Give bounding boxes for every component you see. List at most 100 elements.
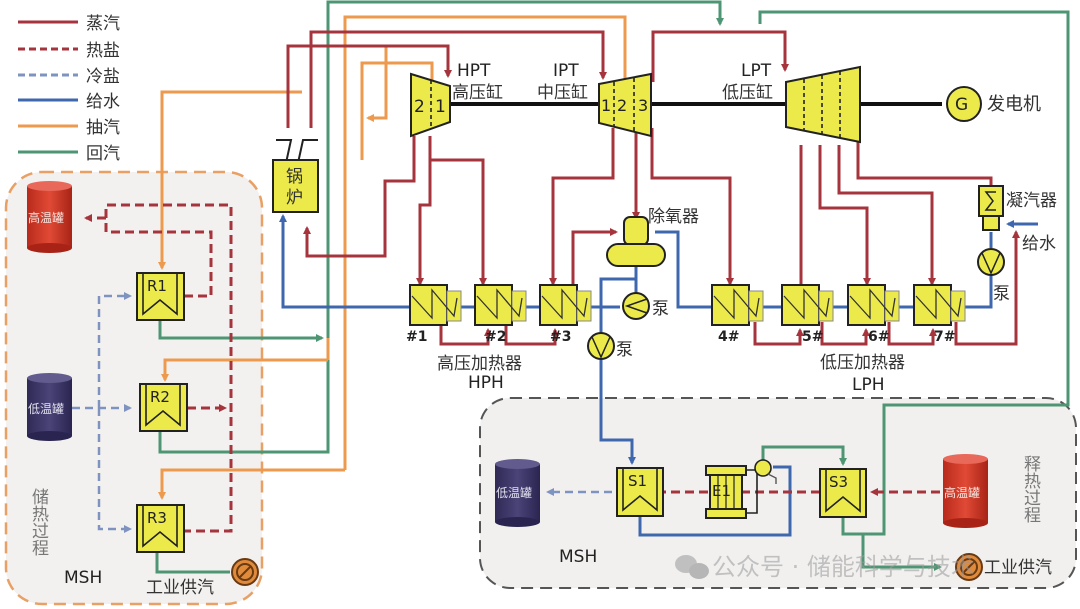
lp-heater-4-label: 4# (718, 329, 739, 345)
pump-feedwater: 泵 (587, 332, 633, 360)
hpt-stage-1: 1 (435, 97, 446, 117)
legend-item-steam: 蒸汽 (18, 14, 120, 34)
svg-text:给水: 给水 (86, 92, 120, 112)
storage-hot-tank-label: 高温罐 (28, 210, 64, 225)
legend-item-hot-salt: 热盐 (18, 41, 120, 61)
lp-heater-6-label: 6# (868, 329, 889, 345)
hpt-name: 高压缸 (452, 82, 503, 103)
deaerator: 除氧器 (606, 207, 699, 267)
generator-symbol: G (955, 95, 968, 115)
release-hot-tank: 高温罐 (943, 454, 988, 528)
extraction-lines (158, 15, 627, 500)
ipt-stage-3: 3 (638, 96, 648, 115)
exchanger-r1-label: R1 (147, 277, 167, 295)
svg-text:S1: S1 (628, 472, 647, 490)
svg-text:热盐: 热盐 (86, 41, 120, 61)
svg-text:抽汽: 抽汽 (86, 118, 120, 138)
ipt-stage-1: 1 (601, 96, 611, 115)
release-cold-tank-label: 低温罐 (496, 486, 532, 500)
release-hot-tank-label: 高温罐 (944, 485, 980, 500)
exchanger-s3: S3 (819, 468, 867, 518)
low-pressure-turbine: LPT 低压缸 (722, 61, 861, 144)
feedwater-lines (279, 214, 1038, 537)
ipt-name: 中压缸 (537, 82, 588, 103)
lph-name: 低压加热器 (820, 353, 905, 373)
lp-heater-6: 6# (847, 284, 900, 345)
heaters: #1 #2 #3 4# 5# 6# 7# (406, 284, 966, 345)
hp-heater-3: #3 (539, 284, 592, 345)
boiler-name-1: 锅炉 (286, 167, 303, 208)
hp-heater-2: #2 (474, 284, 527, 345)
exchanger-r2: R2 (139, 383, 188, 432)
exchanger-e1: E1 (705, 459, 777, 519)
svg-text:冷盐: 冷盐 (86, 67, 120, 87)
svg-text:E1: E1 (712, 482, 731, 500)
hp-heater-1: #1 (406, 284, 462, 345)
exchanger-r3-label: R3 (147, 509, 167, 527)
lp-heater-4: 4# (711, 284, 764, 345)
release-industrial-steam-valve[interactable] (955, 553, 983, 581)
condenser: 凝汽器 给水 (978, 185, 1057, 254)
storage-process-title: 储热过程 (28, 488, 49, 556)
hpt-abbr: HPT (457, 61, 491, 81)
release-cold-tank: 低温罐 (495, 459, 540, 527)
high-pressure-turbine: 2 1 HPT 高压缸 (410, 61, 503, 138)
storage-hot-tank: 高温罐 (27, 181, 72, 253)
legend-item-cold-salt: 冷盐 (18, 67, 120, 87)
lp-heater-7: 7# (913, 284, 966, 345)
pump-condensate: 泵 (977, 248, 1010, 304)
legend-item-feedwater: 给水 (18, 92, 120, 112)
svg-text:泵: 泵 (616, 340, 633, 360)
hp-heater-3-label: #3 (550, 329, 571, 345)
watermark: 公众号 · 储能科学与技术 (675, 553, 975, 581)
lp-heater-7-label: 7# (934, 329, 955, 345)
deaerator-name: 除氧器 (648, 207, 699, 227)
return-steam-lines (155, 0, 1070, 574)
storage-msh-tag: MSH (64, 568, 102, 588)
legend: 蒸汽 热盐 冷盐 给水 抽汽 回汽 (18, 14, 120, 164)
storage-cold-tank: 低温罐 (27, 373, 72, 441)
cold-salt-lines (72, 292, 612, 533)
exchanger-r1: R1 (136, 272, 185, 321)
legend-item-return-steam: 回汽 (18, 144, 120, 164)
watermark-text: 公众号 · 储能科学与技术 (712, 553, 975, 581)
hp-heater-2-label: #2 (485, 329, 506, 345)
hph-name: 高压加热器 (437, 354, 522, 374)
svg-text:S3: S3 (829, 473, 848, 491)
hot-salt-lines (84, 203, 940, 533)
hp-heater-1-label: #1 (406, 329, 427, 345)
svg-text:泵: 泵 (652, 299, 669, 319)
ipt-abbr: IPT (553, 61, 579, 81)
lpt-abbr: LPT (741, 61, 772, 81)
hpt-stage-2: 2 (414, 97, 425, 117)
svg-text:回汽: 回汽 (86, 144, 120, 164)
steam-lines (286, 30, 1020, 346)
storage-process-region (4, 170, 264, 606)
storage-industrial-steam: 工业供汽 (146, 578, 214, 598)
release-industrial-steam: 工业供汽 (984, 558, 1052, 578)
hph-abbr: HPH (468, 373, 504, 393)
exchanger-r2-label: R2 (150, 388, 170, 406)
generator-name: 发电机 (987, 94, 1041, 115)
lpt-name: 低压缸 (722, 82, 773, 103)
ipt-stage-2: 2 (617, 96, 627, 115)
exchanger-s1: S1 (616, 467, 664, 517)
lp-heater-5-label: 5# (802, 329, 823, 345)
release-process-title: 释热过程 (1020, 455, 1041, 523)
feedwater-inlet-label: 给水 (1022, 234, 1056, 254)
release-msh-tag: MSH (559, 547, 597, 567)
legend-item-extraction: 抽汽 (18, 118, 120, 138)
intermediate-pressure-turbine: 1 2 3 IPT 中压缸 (537, 61, 652, 138)
svg-text:蒸汽: 蒸汽 (86, 14, 120, 34)
pump-deaerator: 泵 (622, 292, 669, 320)
storage-industrial-steam-valve[interactable] (231, 558, 259, 586)
generator: G 发电机 (946, 86, 1041, 122)
storage-cold-tank-label: 低温罐 (28, 402, 64, 416)
lph-abbr: LPH (852, 375, 885, 395)
condenser-name: 凝汽器 (1006, 191, 1057, 211)
boiler: 锅炉 (272, 139, 319, 213)
exchanger-r3: R3 (136, 504, 185, 553)
svg-text:泵: 泵 (993, 284, 1010, 304)
